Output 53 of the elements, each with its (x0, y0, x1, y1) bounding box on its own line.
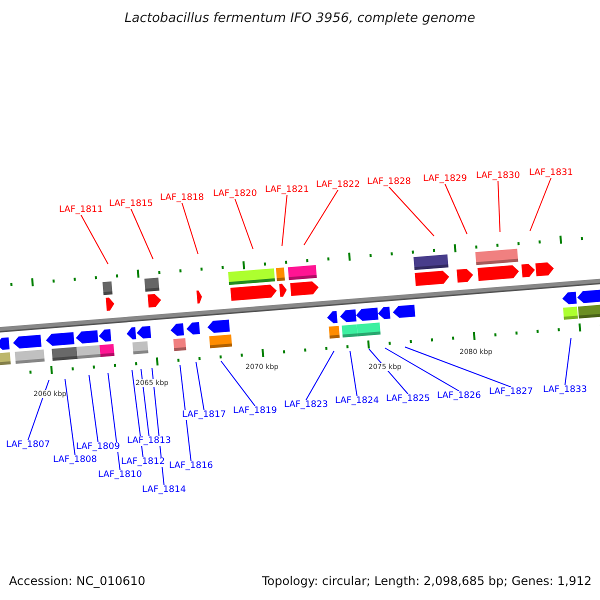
leader-line (564, 338, 572, 386)
leader-line (140, 368, 150, 436)
leader-line (196, 362, 204, 410)
leader-line (304, 190, 338, 246)
gene-label: LAF_1831 (529, 168, 573, 178)
gene-label: LAF_1812 (121, 457, 165, 467)
gene-label: LAF_1809 (76, 442, 120, 452)
leader-line (220, 360, 256, 406)
leader-line (498, 180, 500, 232)
leader-line (28, 380, 50, 440)
leader-line (388, 186, 434, 236)
gene-label: LAF_1833 (543, 385, 587, 395)
leader-line (530, 178, 552, 232)
gene-label: LAF_1813 (127, 436, 171, 446)
leader-line (64, 378, 76, 456)
leader-line (182, 202, 198, 254)
gene-label: LAF_1818 (160, 193, 204, 203)
gene-label: LAF_1828 (367, 177, 411, 187)
leader-line (88, 374, 98, 442)
leader-line (306, 350, 334, 400)
gene-label: LAF_1819 (233, 406, 277, 416)
gene-label: LAF_1820 (213, 189, 257, 199)
gene-label: LAF_1810 (98, 470, 142, 480)
leader-line (132, 370, 144, 458)
footer-text: Accession: NC_010610 (9, 574, 146, 588)
title: Lactobacillus fermentum IFO 3956, complete genome (124, 10, 476, 26)
gene-label: LAF_1824 (335, 396, 379, 406)
gene-label: LAF_1807 (6, 440, 50, 450)
leader-line (234, 198, 254, 250)
leader-line (80, 214, 108, 264)
leader-line (404, 346, 512, 388)
leader-line (130, 208, 154, 260)
gene-label: LAF_1827 (489, 387, 533, 397)
gene-label: LAF_1808 (53, 455, 97, 465)
gene-label: LAF_1816 (169, 461, 213, 471)
leader-line (444, 184, 468, 234)
leader-line (384, 348, 460, 392)
gene-label: LAF_1822 (316, 180, 360, 190)
gene-label: LAF_1829 (423, 174, 467, 184)
leader-line (180, 364, 192, 462)
gene-label: LAF_1825 (386, 394, 430, 404)
leader-line (108, 372, 120, 470)
gene-label: LAF_1817 (182, 410, 226, 420)
gene-label: LAF_1830 (476, 171, 520, 181)
leader-line (282, 194, 288, 246)
leader-line (350, 350, 358, 396)
gene-label: LAF_1826 (437, 391, 481, 401)
gene-label: LAF_1811 (59, 205, 103, 215)
gene-label: LAF_1815 (109, 199, 153, 209)
gene-label: LAF_1821 (265, 185, 309, 195)
footer-text: Topology: circular; Length: 2,098,685 bp; Genes: 1,912 (262, 574, 592, 588)
gene-label: LAF_1814 (142, 485, 186, 495)
gene-label: LAF_1823 (284, 400, 328, 410)
